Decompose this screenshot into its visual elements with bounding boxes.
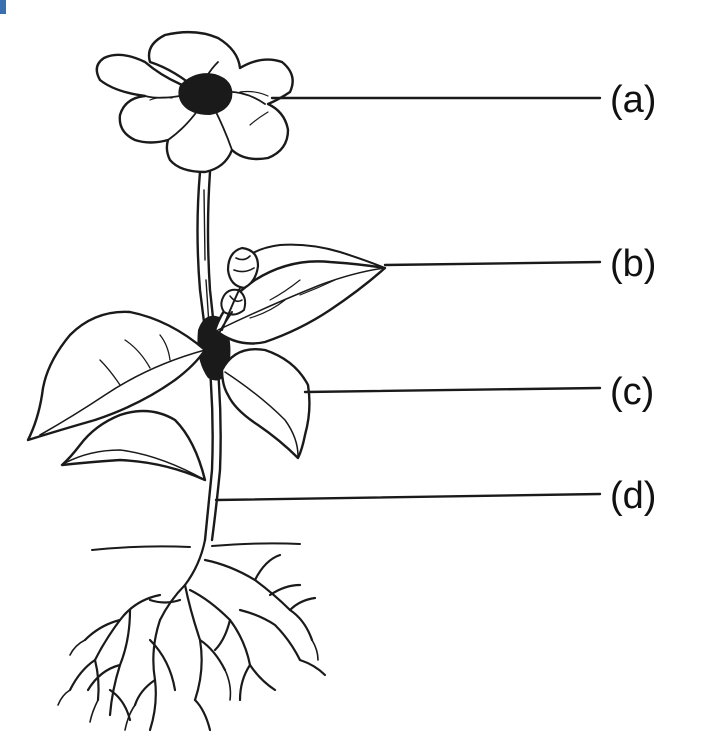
flower-bud bbox=[217, 246, 260, 336]
leader-line-b bbox=[383, 260, 602, 267]
soil-line bbox=[91, 542, 301, 551]
leader-line-c bbox=[303, 386, 602, 394]
label-c: (c) bbox=[610, 371, 654, 413]
leaf-right-upper bbox=[213, 243, 387, 345]
leaf-right-lower bbox=[220, 348, 311, 460]
flower bbox=[95, 30, 294, 174]
label-a: (a) bbox=[610, 79, 656, 121]
label-b: (b) bbox=[610, 243, 656, 285]
leader-line-d bbox=[214, 492, 602, 502]
leaf-left-large bbox=[26, 310, 207, 442]
corner-mark bbox=[0, 0, 6, 14]
label-d: (d) bbox=[610, 475, 656, 517]
roots bbox=[57, 538, 327, 732]
leaf-left-small bbox=[60, 409, 207, 482]
leader-lines bbox=[214, 96, 602, 502]
